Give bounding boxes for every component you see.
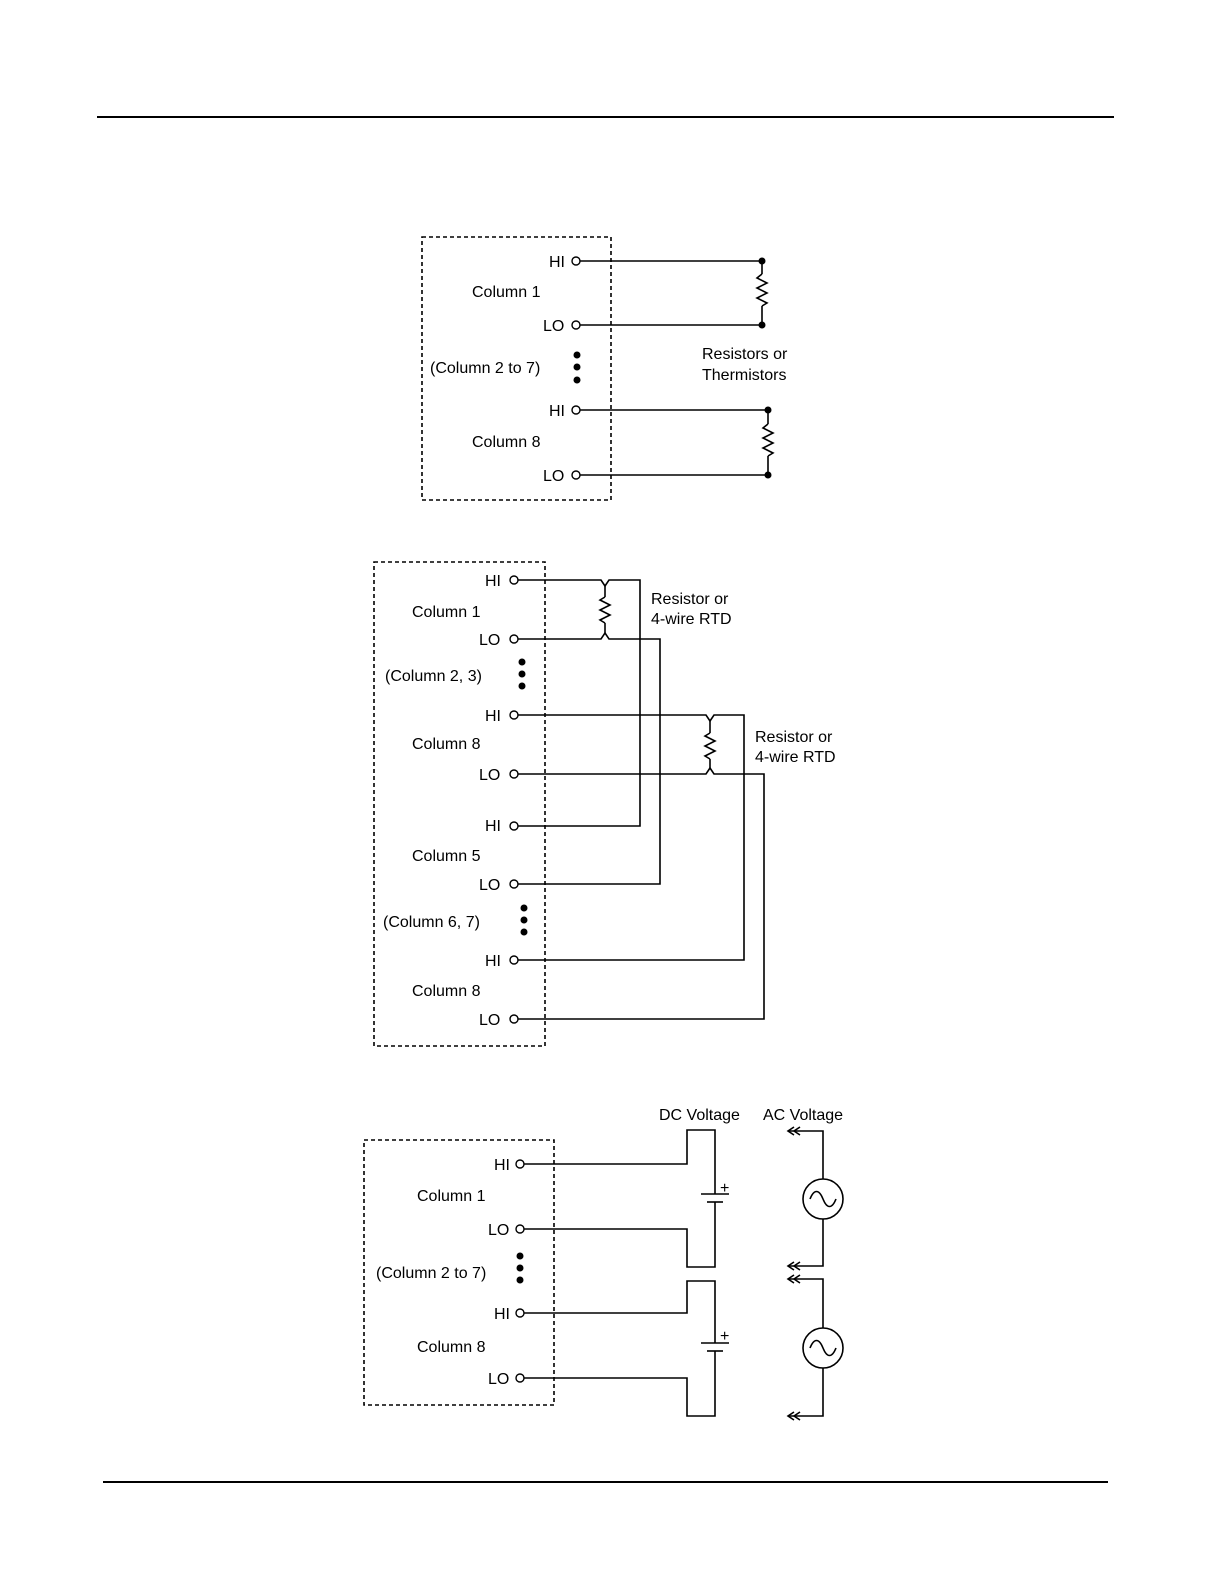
device-label: Thermistors xyxy=(702,367,786,384)
resistor-symbol xyxy=(705,733,715,759)
terminal-label-lo: LO xyxy=(479,632,500,649)
column-label: Column 8 xyxy=(412,736,481,753)
terminal-circle xyxy=(510,822,518,830)
device-label: Resistor or xyxy=(651,591,729,608)
terminal-circle xyxy=(510,1015,518,1023)
column-label: Column 8 xyxy=(412,983,481,1000)
column-range-label: (Column 2 to 7) xyxy=(376,1265,486,1282)
terminal-circle xyxy=(516,1160,524,1168)
ellipsis-dot xyxy=(519,671,526,678)
terminal-label-hi: HI xyxy=(494,1157,510,1174)
dc-voltage-label: DC Voltage xyxy=(659,1107,740,1124)
ellipsis-dot xyxy=(521,905,528,912)
wire xyxy=(580,456,768,475)
terminal-label-hi: HI xyxy=(485,953,501,970)
terminal-label-lo: LO xyxy=(479,877,500,894)
column-label: Column 8 xyxy=(417,1339,486,1356)
terminal-circle xyxy=(510,770,518,778)
terminal-label-lo: LO xyxy=(543,468,564,485)
ellipsis-dot xyxy=(519,683,526,690)
sine-wave-icon xyxy=(810,1192,836,1207)
wire xyxy=(580,261,762,274)
column-range-label: (Column 2 to 7) xyxy=(430,360,540,377)
diagram-voltage: HI Column 1 LO (Column 2 to 7) HI Column… xyxy=(364,1107,843,1420)
ellipsis-dot xyxy=(521,917,528,924)
resistor-symbol xyxy=(763,424,773,456)
ac-voltage-label: AC Voltage xyxy=(763,1107,843,1124)
ellipsis-dot xyxy=(574,364,581,371)
wire xyxy=(524,1202,715,1267)
wire xyxy=(788,1279,823,1328)
column-label: Column 5 xyxy=(412,848,481,865)
sine-wave-icon xyxy=(810,1341,836,1356)
terminal-label-hi: HI xyxy=(485,818,501,835)
device-label: Resistors or xyxy=(702,346,788,363)
column-label: Column 1 xyxy=(417,1188,486,1205)
diagram-resistor-4wire: HI Column 1 LO (Column 2, 3) HI Column 8… xyxy=(374,562,836,1046)
wire xyxy=(518,580,640,826)
terminal-label-lo: LO xyxy=(488,1222,509,1239)
ellipsis-dot xyxy=(517,1277,524,1284)
terminal-label-hi: HI xyxy=(549,254,565,271)
wire xyxy=(788,1131,823,1179)
column-label: Column 1 xyxy=(472,284,541,301)
terminal-circle xyxy=(510,880,518,888)
terminal-circle xyxy=(572,257,580,265)
wire xyxy=(524,1281,715,1343)
wire xyxy=(524,1130,715,1186)
terminal-circle xyxy=(510,576,518,584)
ellipsis-dot xyxy=(521,929,528,936)
ellipsis-dot xyxy=(519,659,526,666)
polarity-plus: + xyxy=(720,1328,729,1345)
terminal-label-hi: HI xyxy=(485,708,501,725)
ellipsis-dot xyxy=(574,377,581,384)
ellipsis-dot xyxy=(517,1253,524,1260)
device-label: 4-wire RTD xyxy=(755,749,836,766)
terminal-circle xyxy=(516,1309,524,1317)
junction-dot xyxy=(759,258,766,265)
device-label: 4-wire RTD xyxy=(651,611,732,628)
card-boundary xyxy=(374,562,545,1046)
terminal-circle xyxy=(516,1225,524,1233)
device-label: Resistor or xyxy=(755,729,833,746)
terminal-circle xyxy=(572,321,580,329)
column-range-label: (Column 6, 7) xyxy=(383,914,480,931)
wire xyxy=(524,1351,715,1416)
terminal-label-hi: HI xyxy=(485,573,501,590)
terminal-label-lo: LO xyxy=(479,767,500,784)
terminal-label-lo: LO xyxy=(488,1371,509,1388)
wire xyxy=(518,715,744,960)
terminal-circle xyxy=(516,1374,524,1382)
terminal-circle xyxy=(510,711,518,719)
terminal-circle xyxy=(572,406,580,414)
wire xyxy=(580,306,762,325)
ellipsis-dot xyxy=(517,1265,524,1272)
junction-dot xyxy=(765,407,772,414)
terminal-label-lo: LO xyxy=(543,318,564,335)
ellipsis-dot xyxy=(574,352,581,359)
resistor-symbol xyxy=(757,274,767,306)
wire xyxy=(788,1219,823,1266)
terminal-label-hi: HI xyxy=(494,1306,510,1323)
terminal-circle xyxy=(510,635,518,643)
terminal-circle xyxy=(572,471,580,479)
wire xyxy=(788,1368,823,1416)
wire xyxy=(518,768,764,1019)
column-range-label: (Column 2, 3) xyxy=(385,668,482,685)
diagram-resistor-2wire: HI Column 1 LO (Column 2 to 7) HI Column… xyxy=(422,237,788,500)
junction-dot xyxy=(765,472,772,479)
terminal-circle xyxy=(510,956,518,964)
resistor-symbol xyxy=(600,597,610,623)
terminal-label-lo: LO xyxy=(479,1012,500,1029)
column-label: Column 1 xyxy=(412,604,481,621)
column-label: Column 8 xyxy=(472,434,541,451)
polarity-plus: + xyxy=(720,1180,729,1197)
terminal-label-hi: HI xyxy=(549,403,565,420)
wire xyxy=(518,633,660,884)
junction-dot xyxy=(759,322,766,329)
wire xyxy=(580,410,768,424)
